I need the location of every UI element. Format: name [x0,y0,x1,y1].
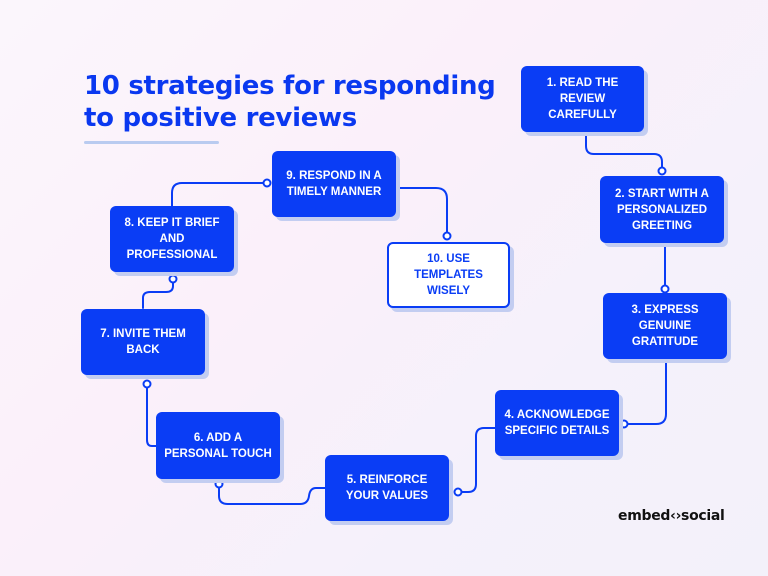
connector-node [142,379,152,389]
connector-9-10 [396,187,448,235]
step-1-box: 1. READ THE REVIEW CAREFULLY [521,66,644,132]
step-2-box: 2. START WITH A PERSONALIZED GREETING [600,176,724,243]
embedsocial-logo: embed‹›social [618,508,725,524]
step-8-box: 8. KEEP IT BRIEF AND PROFESSIONAL [110,206,234,272]
step-6-box: 6. ADD A PERSONAL TOUCH [156,412,280,479]
title-underline [84,141,219,144]
connector-node [660,284,670,294]
step-8-label: 8. KEEP IT BRIEF AND PROFESSIONAL [124,217,220,261]
connector-4-5 [457,427,496,493]
connector-3-4 [623,359,667,425]
connector-1-2 [585,131,663,171]
step-3-box: 3. EXPRESS GENUINE GRATITUDE [603,293,727,359]
connector-6-7 [146,386,157,447]
step-1-label: 1. READ THE REVIEW CAREFULLY [546,77,619,121]
connector-node [262,178,272,188]
step-10-label: 10. USE TEMPLATES WISELY [414,253,483,297]
connector-node [442,231,452,241]
connector-node [619,419,629,429]
step-5-box: 5. REINFORCE YOUR VALUES [325,455,449,521]
connector-node [214,479,224,489]
page-title: 10 strategies for responding to positive… [84,71,496,133]
step-4-label: 4. ACKNOWLEDGE SPECIFIC DETAILS [504,409,610,437]
connector-node [657,166,667,176]
step-7-box: 7. INVITE THEM BACK [81,309,205,375]
step-9-box: 9. RESPOND IN A TIMELY MANNER [272,151,396,217]
connector-node [453,487,463,497]
step-5-label: 5. REINFORCE YOUR VALUES [345,474,429,502]
connector-node [168,274,178,284]
step-7-label: 7. INVITE THEM BACK [100,328,186,356]
step-10-box: 10. USE TEMPLATES WISELY [387,242,510,308]
connector-5-6 [218,484,326,505]
step-9-label: 9. RESPOND IN A TIMELY MANNER [286,170,382,198]
connector-7-8 [142,279,174,309]
step-3-label: 3. EXPRESS GENUINE GRATITUDE [631,304,699,348]
step-6-label: 6. ADD A PERSONAL TOUCH [164,431,272,460]
connector-8-9 [171,182,265,207]
step-4-box: 4. ACKNOWLEDGE SPECIFIC DETAILS [495,390,619,456]
step-2-label: 2. START WITH A PERSONALIZED GREETING [615,187,709,232]
